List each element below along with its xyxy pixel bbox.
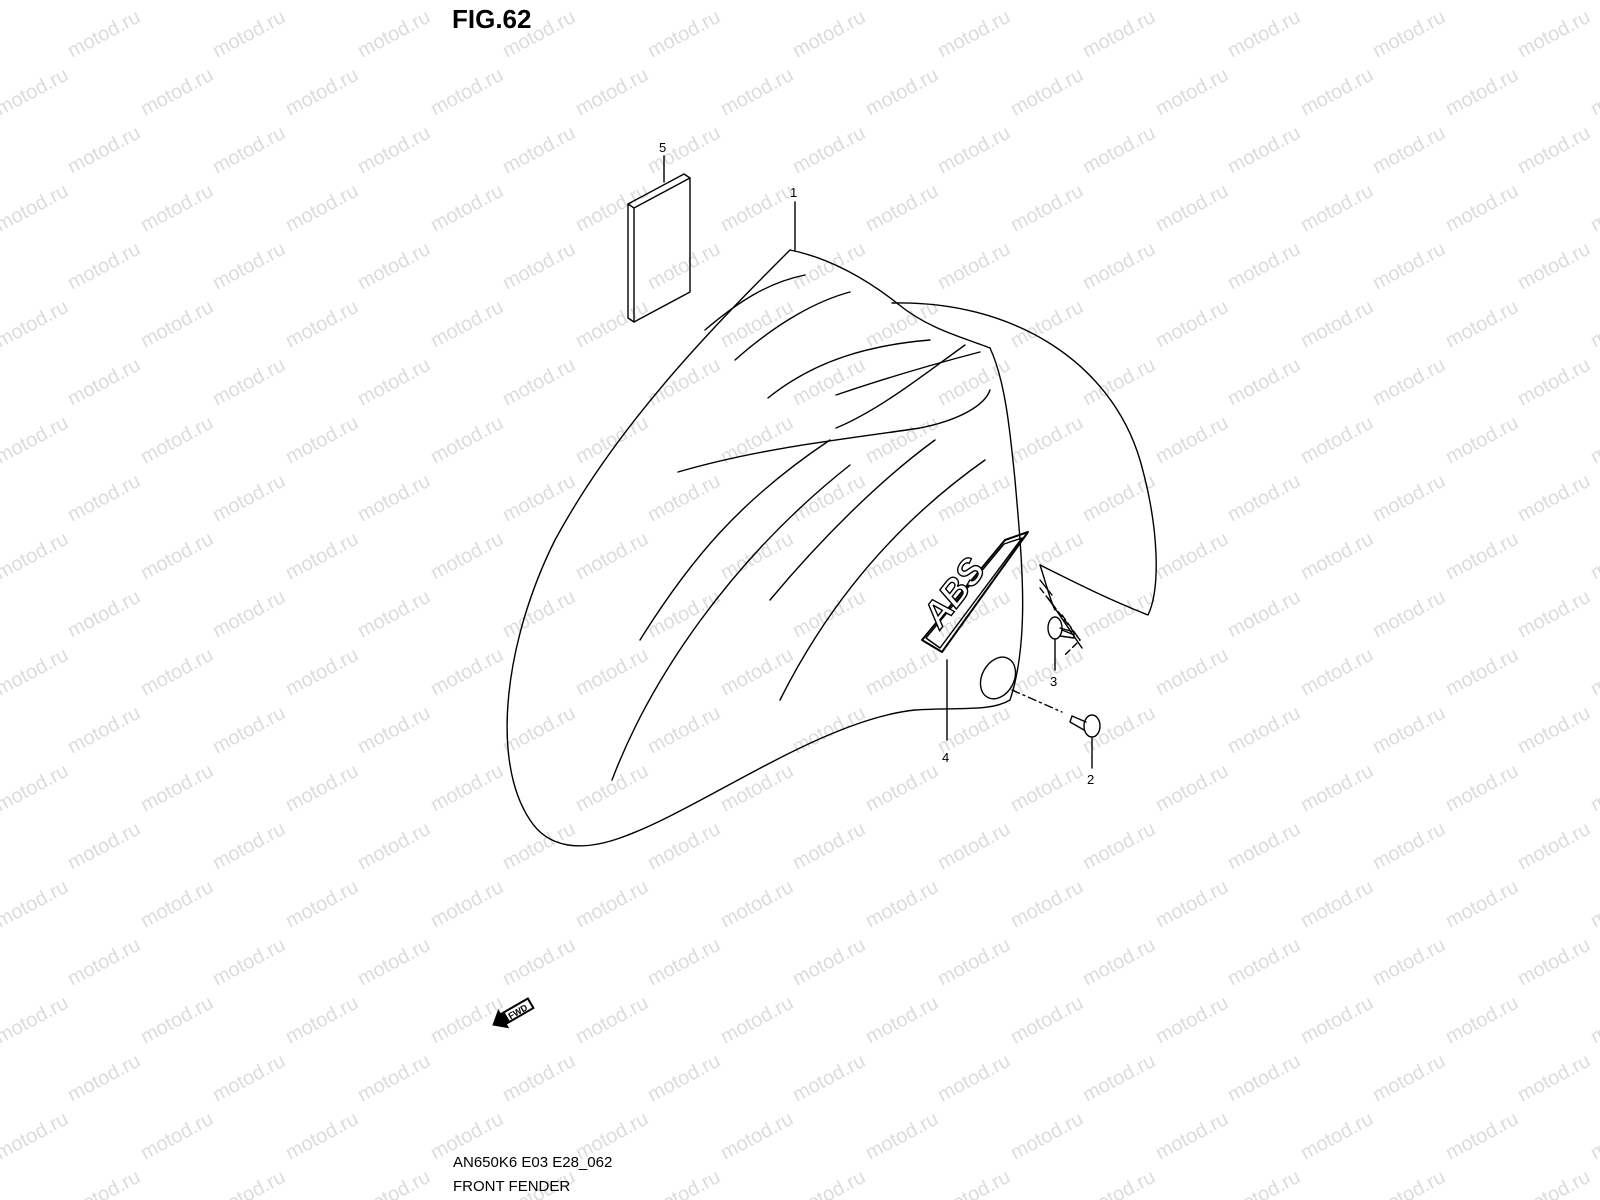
part-4-abs-emblem: ABS	[913, 531, 1029, 653]
figure-code: AN650K6 E03 E28_062	[453, 1154, 613, 1171]
figure-name: FRONT FENDER	[453, 1178, 571, 1195]
fwd-arrow-icon: FWD	[492, 997, 535, 1029]
part-1-front-fender	[506, 249, 1157, 847]
callout-5: 5	[659, 140, 666, 155]
part-2-screw	[1069, 714, 1101, 738]
callout-1: 1	[790, 185, 797, 200]
part-5-pad	[627, 173, 691, 323]
callout-4: 4	[942, 750, 949, 765]
callout-3: 3	[1050, 674, 1057, 689]
callout-2: 2	[1087, 772, 1094, 787]
leader-lines	[663, 155, 1093, 769]
assembly-lines	[1011, 579, 1083, 713]
figure-title: FIG.62	[452, 4, 532, 34]
